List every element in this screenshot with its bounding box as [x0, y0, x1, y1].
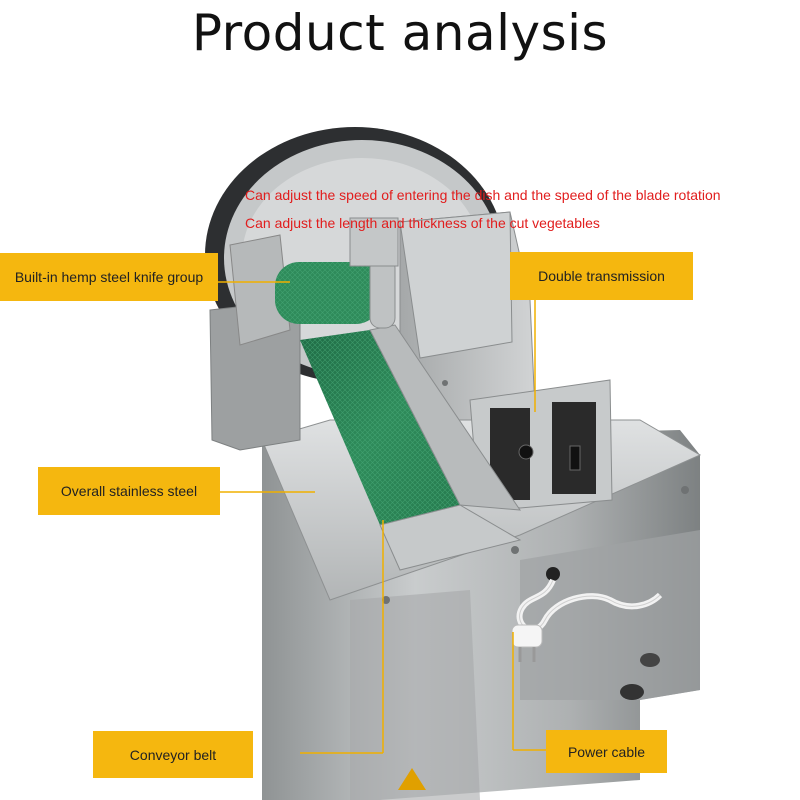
knife-group-label: Built-in hemp steel knife group	[0, 253, 218, 301]
power-cable-label: Power cable	[546, 730, 667, 773]
page-title: Product analysis	[191, 4, 609, 62]
double-transmission-label: Double transmission	[510, 252, 693, 300]
stainless-steel-label: Overall stainless steel	[38, 467, 220, 515]
conveyor-belt-label: Conveyor belt	[93, 731, 253, 778]
cut-size-adjust-note: Can adjust the length and thickness of t…	[245, 215, 600, 231]
speed-adjust-note: Can adjust the speed of entering the dis…	[245, 187, 721, 203]
